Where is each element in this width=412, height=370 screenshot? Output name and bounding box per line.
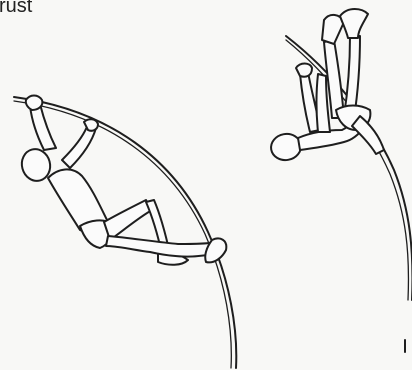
left-vaulter xyxy=(14,96,236,369)
right-vaulter xyxy=(269,9,412,300)
right-vaulter-head xyxy=(269,132,303,163)
